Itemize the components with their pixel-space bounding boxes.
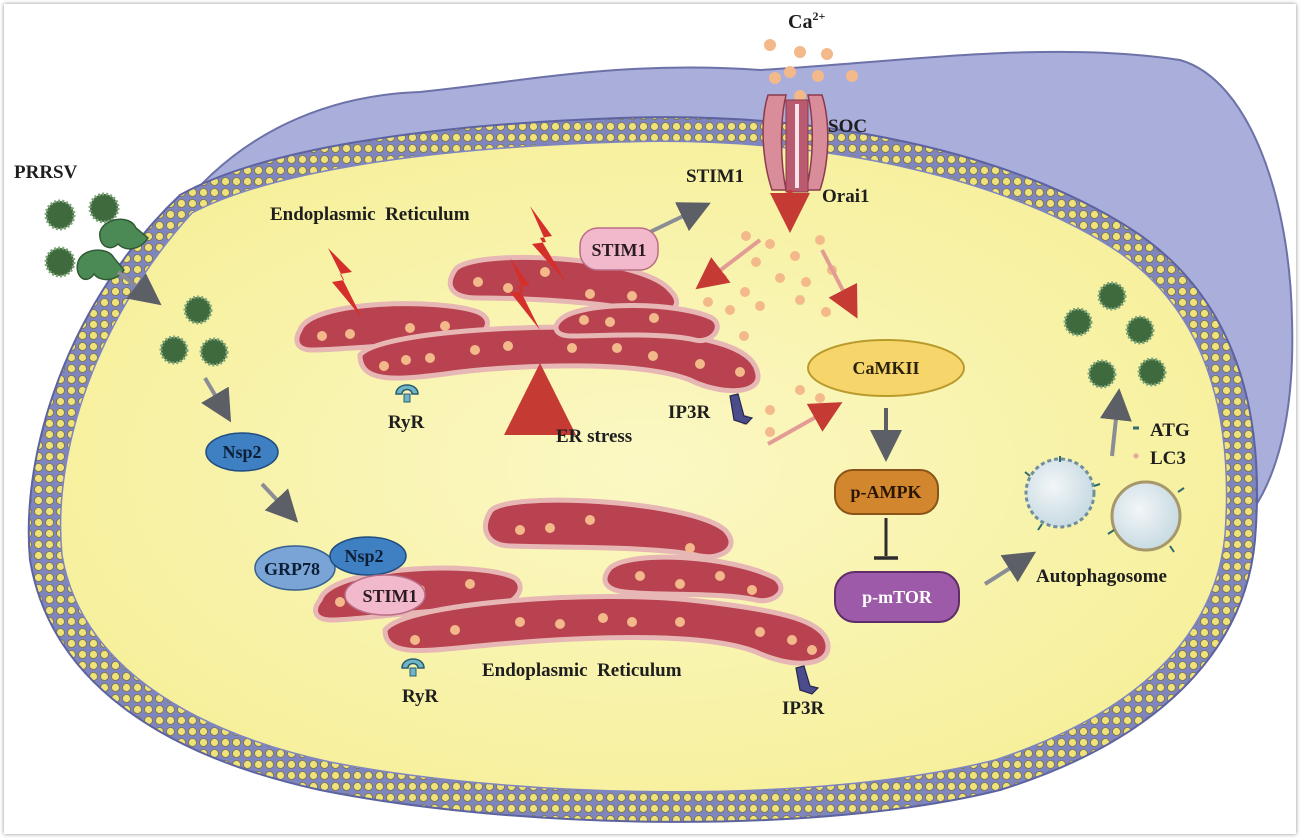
calcium-ions-cytosol <box>703 231 837 437</box>
atg-label: ATG <box>1150 420 1190 441</box>
stim1-top-node <box>579 227 659 271</box>
soc-channel <box>762 94 829 193</box>
pampk-node <box>834 469 939 515</box>
autophagosome-2 <box>1107 480 1185 553</box>
prrsv-receptors <box>76 218 149 281</box>
ryr-top-label: RyR <box>388 412 425 433</box>
soc-label: SOC <box>828 116 867 137</box>
nsp2-mid-label: Nsp2 <box>222 442 261 462</box>
camkii-node <box>807 339 965 397</box>
ip3r-channel-bottom <box>795 665 820 695</box>
camkii-label: CaMKII <box>853 358 920 378</box>
ip3r-low-label: IP3R <box>782 698 825 719</box>
nsp2-mid-node <box>205 432 279 472</box>
ca-label: Ca2+ <box>788 9 825 33</box>
lc3-label: LC3 <box>1150 448 1186 469</box>
ryr-low-label: RyR <box>402 686 439 707</box>
ip3r-top-label: IP3R <box>668 402 711 423</box>
stim1-low-label: STIM1 <box>362 586 417 606</box>
autophagosome-label: Autophagosome <box>1036 566 1167 587</box>
stim1-top-label: STIM1 <box>591 240 646 260</box>
stim1-low-node <box>344 574 426 616</box>
calcium-ions-extracellular <box>764 39 858 102</box>
er-bottom-label: Endoplasmic Reticulum <box>482 660 682 681</box>
arrows <box>116 190 1132 586</box>
pmtor-label: p-mTOR <box>862 587 933 607</box>
legend-markers <box>1133 426 1139 459</box>
grp78-label: GRP78 <box>264 559 320 579</box>
prrsv-label: PRRSV <box>14 162 78 183</box>
orai1-label: Orai1 <box>822 186 870 207</box>
pmtor-node <box>834 571 960 623</box>
ryr-channel-top <box>395 384 419 403</box>
stim1-membrane-label: STIM1 <box>686 166 744 187</box>
nsp2-low-label: Nsp2 <box>344 546 383 566</box>
ip3r-channel-top <box>729 393 754 425</box>
er-top-label: Endoplasmic Reticulum <box>270 204 470 225</box>
autophagosome-1 <box>1024 456 1101 531</box>
er-stress-autophagy-diagram: Ca2+ SOC STIM1 Orai1 PRRSV Endoplasmic R… <box>14 9 1294 823</box>
er-stress-bolts <box>328 206 566 330</box>
pampk-label: p-AMPK <box>851 482 922 502</box>
figure-frame: Ca2+ SOC STIM1 Orai1 PRRSV Endoplasmic R… <box>4 4 1296 834</box>
virus-particles <box>44 192 1167 389</box>
er-top <box>294 254 761 394</box>
nsp2-low-node <box>329 536 407 576</box>
grp78-node <box>254 545 336 591</box>
er-stress-label: ER stress <box>556 426 632 447</box>
ryr-channel-bottom <box>401 658 425 677</box>
